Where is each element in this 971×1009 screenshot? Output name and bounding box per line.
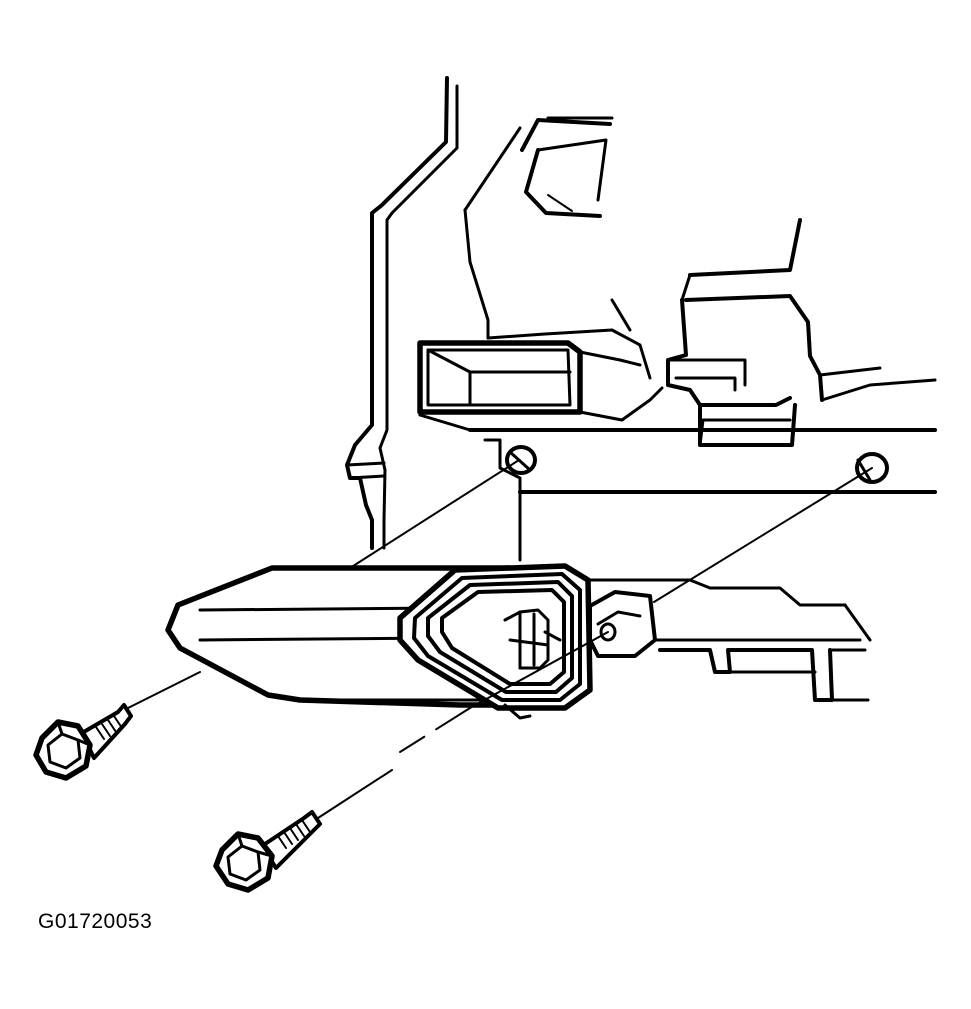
mounting-hole-left (505, 445, 537, 475)
alignment-lines (127, 459, 873, 819)
hex-bolt-icon (213, 810, 322, 893)
sensor-module-body (165, 563, 657, 720)
mounting-hole-right (855, 452, 889, 484)
figure-id-label: G01720053 (38, 910, 153, 933)
hex-bolt-icon (33, 703, 133, 781)
engine-background-structure (345, 76, 937, 702)
